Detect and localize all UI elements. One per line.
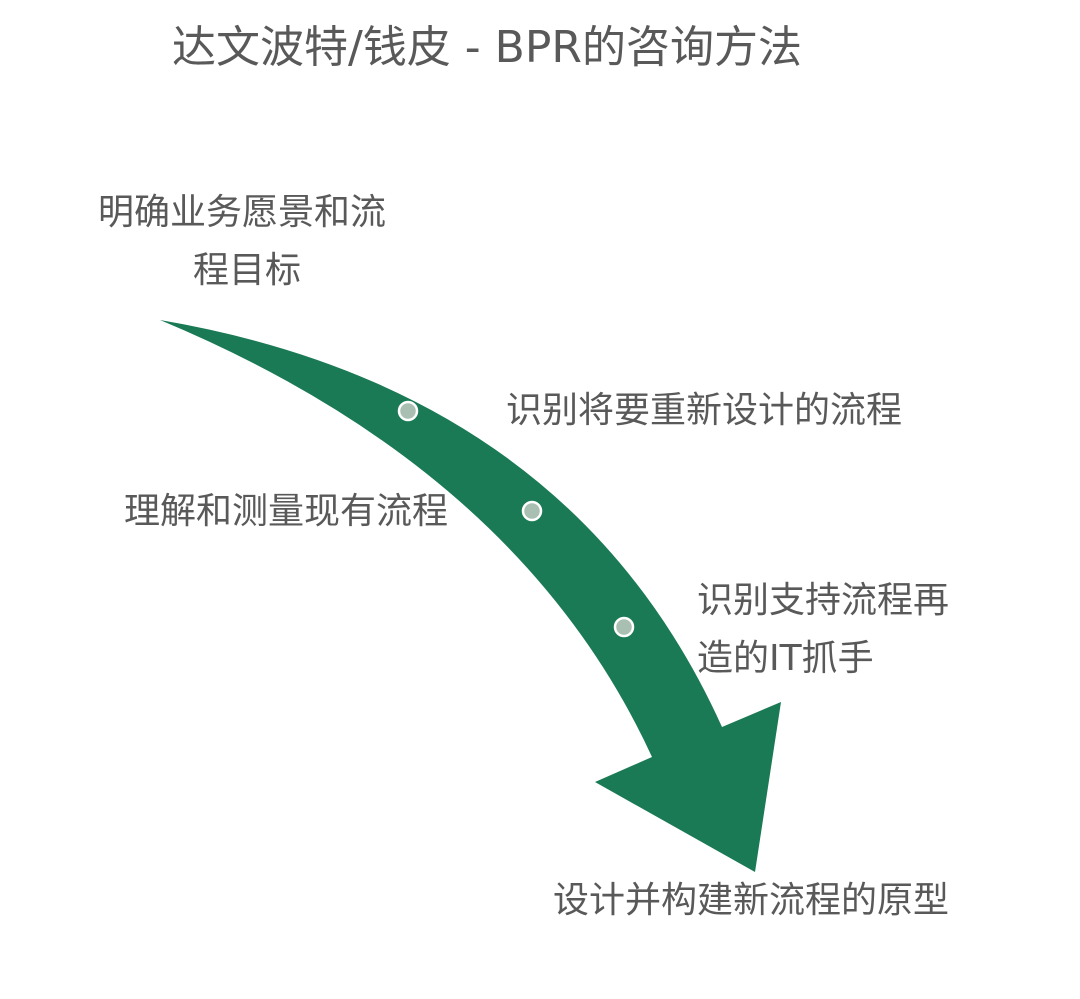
step-5-label: 设计并构建新流程的原型 (553, 880, 950, 921)
step-2-label: 识别将要重新设计的流程 (506, 390, 903, 431)
step-dot-1 (397, 400, 419, 422)
step-dot-2 (521, 500, 543, 522)
step-3-label: 理解和测量现有流程 (124, 491, 449, 532)
step-1-label-line2: 程目标 (193, 250, 302, 291)
step-dot-3 (613, 616, 635, 638)
step-4-label-line2: 造的IT抓手 (697, 638, 874, 679)
curved-arrow (160, 320, 781, 872)
diagram-title: 达文波特/钱皮 - BPR的咨询方法 (172, 22, 802, 73)
step-4-label-line1: 识别支持流程再 (697, 580, 950, 621)
step-1-label-line1: 明确业务愿景和流 (98, 192, 387, 233)
